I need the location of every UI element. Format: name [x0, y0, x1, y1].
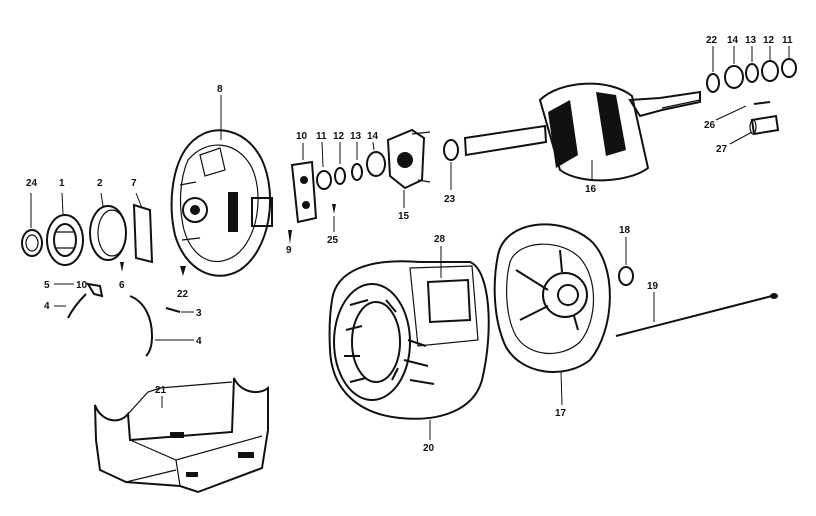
label-25: 25: [327, 235, 339, 246]
part-11-washer-left: [316, 141, 332, 190]
label-22-right: 22: [706, 35, 718, 46]
part-12-washer-left: [334, 142, 346, 185]
part-26-key: [715, 101, 771, 121]
label-16: 16: [585, 184, 597, 195]
label-5: 5: [44, 280, 50, 291]
part-14-bearing-right: [724, 46, 744, 89]
label-19: 19: [647, 281, 659, 292]
label-2: 2: [97, 178, 103, 189]
part-16-rotor: [463, 82, 701, 182]
label-27: 27: [716, 144, 728, 155]
label-10-small: 10: [76, 280, 88, 291]
part-12-washer-right: [761, 46, 779, 82]
label-20: 20: [423, 443, 435, 454]
callout-labels: 24 1 2 7 8 6 22 5 10 4 3 4 9 10 11 12 13…: [26, 35, 793, 454]
part-8-end-frame: [170, 95, 273, 277]
label-17: 17: [555, 408, 567, 419]
label-24: 24: [26, 178, 38, 189]
label-10: 10: [296, 131, 308, 142]
part-5-terminal: [54, 282, 104, 298]
part-9-screw: [288, 230, 292, 244]
label-18: 18: [619, 225, 631, 236]
part-22-screw: [180, 266, 186, 276]
part-7-plate: [132, 192, 154, 264]
label-8: 8: [217, 84, 223, 95]
label-11-left: 11: [316, 131, 327, 142]
label-11-right: 11: [782, 35, 793, 46]
label-14-right: 14: [727, 35, 739, 46]
part-4-spring-left: [54, 293, 87, 319]
label-4-left: 4: [44, 301, 50, 312]
part-18-ring: [618, 237, 634, 286]
part-25-screw: [332, 204, 336, 232]
part-4-brush-arm: [129, 295, 194, 357]
label-26: 26: [704, 120, 716, 131]
label-12-right: 12: [763, 35, 775, 46]
part-20-stator: [328, 246, 490, 440]
label-28: 28: [434, 234, 446, 245]
part-11-washer-right: [781, 46, 797, 78]
part-22-ring-right: [706, 46, 720, 93]
part-1-cover: [46, 192, 84, 266]
part-13-washer-right: [745, 46, 759, 83]
label-13-right: 13: [745, 35, 757, 46]
label-7: 7: [131, 178, 137, 189]
part-17-housing: [493, 223, 611, 406]
label-22-left: 22: [177, 289, 189, 300]
part-13-washer-left: [351, 142, 363, 181]
label-4-right: 4: [196, 336, 202, 347]
label-12-left: 12: [333, 131, 345, 142]
label-13-left: 13: [350, 131, 362, 142]
part-27-bushing: [729, 114, 780, 145]
label-14-left: 14: [367, 131, 379, 142]
label-21: 21: [155, 385, 167, 396]
part-19-through-bolt: [615, 292, 778, 337]
part-24-end-cap: [21, 193, 43, 257]
part-14-bearing-left: [366, 141, 386, 177]
label-1: 1: [59, 178, 65, 189]
part-15-drive-fitting: [386, 128, 431, 208]
part-23-washer: [443, 139, 459, 190]
part-6-screw: [120, 262, 124, 272]
part-10-bracket: [290, 143, 318, 224]
label-9: 9: [286, 245, 292, 256]
part-21-mounting-base: [94, 377, 269, 494]
label-23: 23: [444, 194, 456, 205]
part-3-screw: [165, 307, 194, 313]
label-15: 15: [398, 211, 410, 222]
label-6: 6: [119, 280, 125, 291]
part-2-ring: [89, 192, 127, 261]
label-3: 3: [196, 308, 202, 319]
